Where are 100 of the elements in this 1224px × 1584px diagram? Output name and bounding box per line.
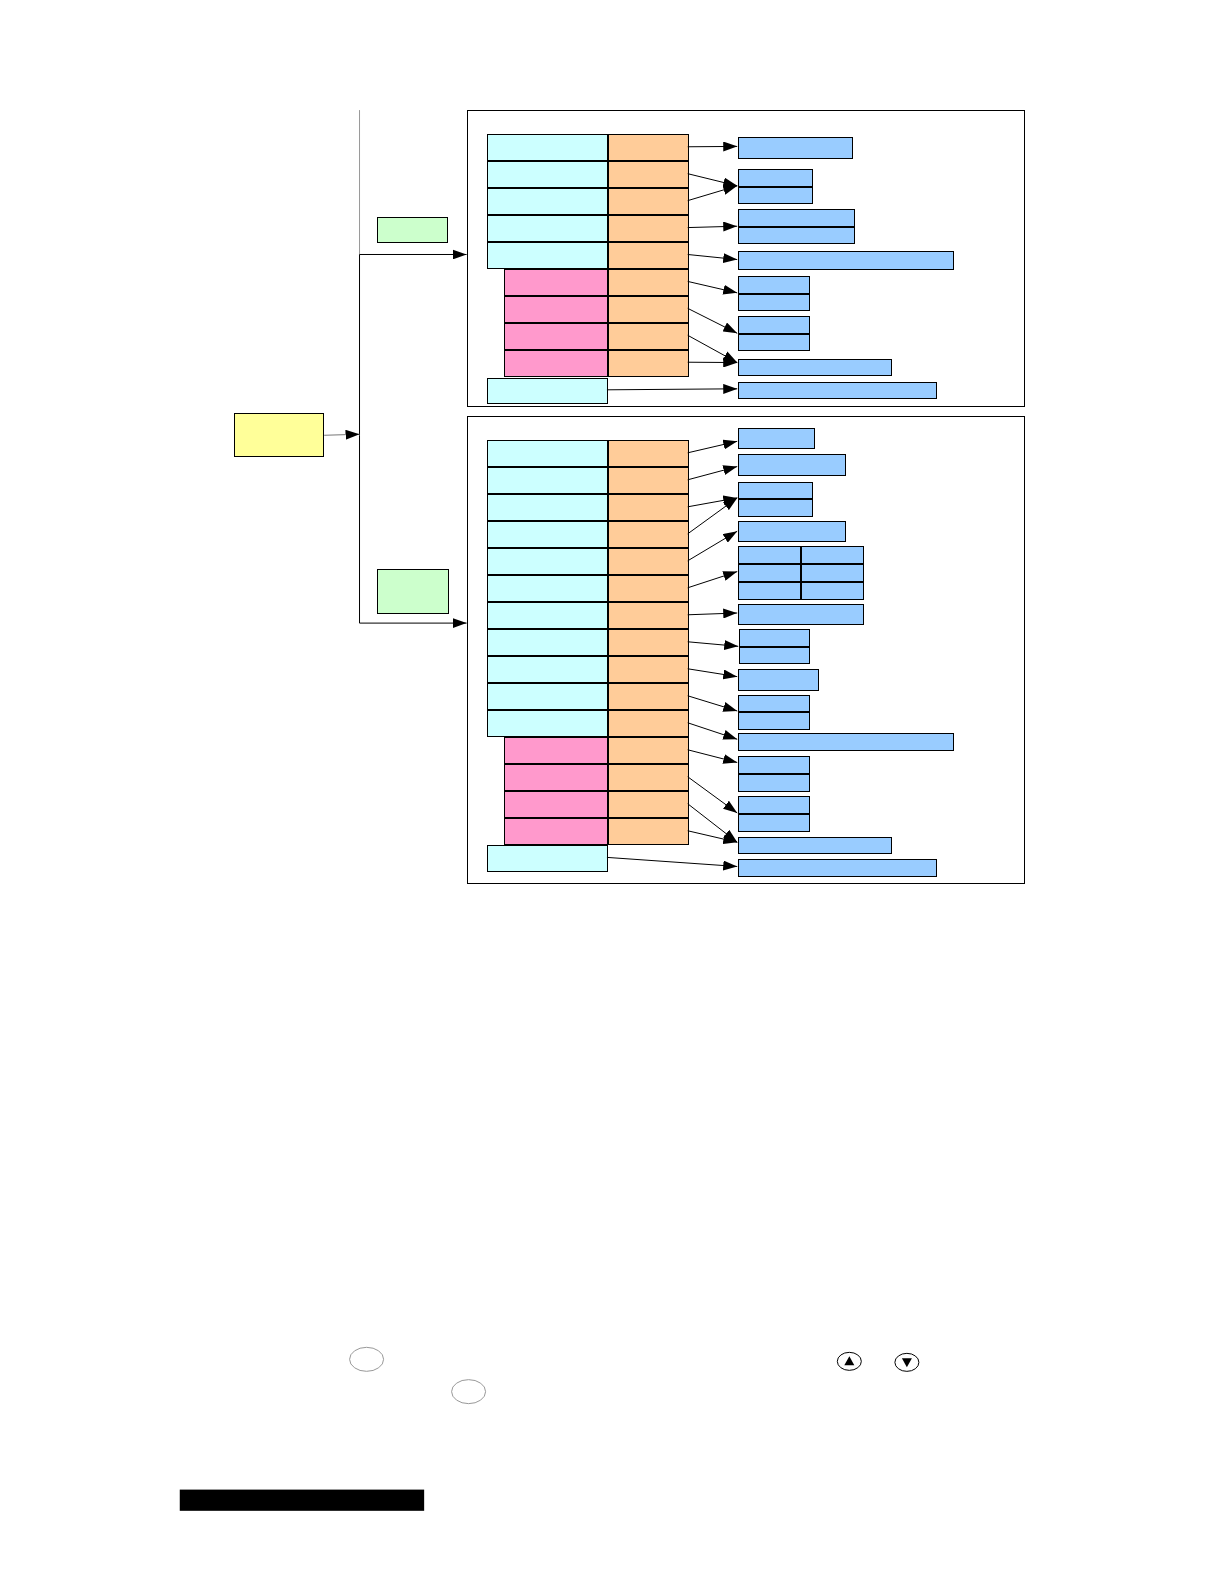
- group-panel: [466, 110, 1026, 407]
- row-box: [503, 322, 608, 350]
- value-box: [607, 629, 689, 657]
- row-box: [486, 494, 608, 522]
- result-box: [738, 168, 813, 187]
- result-box: [738, 837, 892, 855]
- value-box: [607, 268, 689, 296]
- result-box: [738, 358, 892, 376]
- value-box: [607, 710, 689, 738]
- row-box: [503, 764, 608, 792]
- value-box: [607, 602, 689, 630]
- result-box: [738, 795, 810, 814]
- arrow: [323, 429, 360, 440]
- result-box: [738, 859, 938, 877]
- arrow: [687, 253, 738, 264]
- tag-box: [376, 568, 450, 614]
- result-box: [739, 647, 810, 665]
- arrow: [687, 307, 738, 334]
- arrow: [687, 141, 738, 152]
- arrow: [687, 173, 738, 188]
- arrow: [687, 495, 738, 508]
- result-box: [738, 251, 955, 270]
- arrow: [606, 383, 738, 394]
- arrow: [687, 497, 738, 535]
- row-box: [486, 602, 608, 630]
- arrow: [687, 221, 738, 232]
- value-box: [607, 349, 689, 377]
- result-box: [738, 603, 865, 626]
- row-box: [486, 161, 608, 189]
- value-box: [607, 467, 689, 495]
- arrow: [687, 608, 738, 619]
- value-box: [607, 440, 689, 468]
- arrow: [687, 571, 738, 589]
- arrow: [359, 434, 468, 629]
- row-box: [486, 629, 608, 657]
- value-box: [607, 215, 689, 242]
- value-box: [607, 161, 689, 189]
- value-box: [607, 575, 689, 603]
- arrow: [687, 334, 738, 364]
- value-box: [607, 188, 689, 216]
- row-box: [486, 656, 608, 684]
- arrow: [687, 439, 738, 454]
- value-box: [607, 737, 689, 765]
- value-box: [607, 242, 689, 269]
- result-box: [738, 275, 810, 294]
- result-box: [738, 227, 856, 245]
- value-box: [607, 521, 689, 549]
- row-box: [486, 242, 608, 269]
- result-box: [738, 428, 815, 450]
- arrow: [687, 722, 738, 740]
- value-box: [607, 134, 689, 162]
- row-box: [486, 134, 608, 162]
- arrow: [687, 465, 738, 481]
- arrow: [687, 776, 738, 814]
- row-box: [486, 521, 608, 549]
- input-box: [234, 413, 325, 458]
- row-box: [503, 295, 608, 323]
- result-box: [738, 381, 938, 399]
- row-box: [486, 710, 608, 738]
- result-box: [738, 209, 856, 228]
- value-box: [607, 548, 689, 576]
- tag-box: [376, 217, 449, 244]
- row-box: [486, 845, 608, 872]
- value-box: [607, 791, 689, 819]
- arrow: [687, 668, 738, 680]
- arrow: [606, 856, 738, 871]
- result-box: [800, 546, 865, 564]
- row-box: [503, 791, 608, 819]
- result-box: [738, 668, 819, 691]
- arrow: [687, 830, 738, 844]
- result-box: [738, 454, 847, 476]
- result-box: [738, 137, 854, 159]
- arrow: [687, 357, 738, 368]
- value-box: [607, 322, 689, 350]
- row-box: [503, 268, 608, 296]
- result-box: [738, 756, 810, 774]
- result-box: [738, 521, 847, 543]
- arrow: [687, 530, 738, 562]
- result-box: [738, 694, 810, 712]
- row-box: [503, 737, 608, 765]
- result-box: [738, 481, 813, 499]
- arrow: [687, 280, 738, 295]
- value-box: [607, 656, 689, 684]
- row-box: [486, 188, 608, 216]
- value-box: [607, 818, 689, 846]
- value-box: [607, 683, 689, 711]
- arrow: [687, 185, 738, 202]
- arrow: [687, 695, 738, 712]
- row-box: [486, 215, 608, 242]
- row-box: [486, 440, 608, 468]
- row-box: [503, 818, 608, 846]
- row-box: [486, 467, 608, 495]
- result-box: [738, 316, 810, 335]
- result-box: [739, 629, 810, 648]
- result-box: [738, 334, 810, 352]
- value-box: [607, 494, 689, 522]
- row-box: [486, 377, 608, 404]
- arrow: [687, 803, 738, 843]
- arrow: [359, 249, 468, 436]
- arrow: [687, 640, 739, 651]
